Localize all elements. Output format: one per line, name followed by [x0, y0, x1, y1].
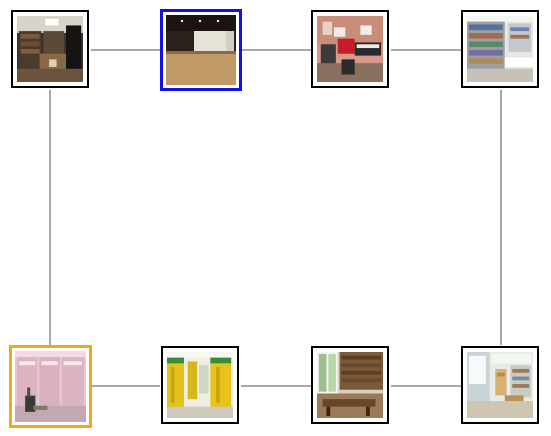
room-thumbnail-stage-room — [166, 15, 236, 85]
room-node-stage-room[interactable] — [160, 9, 242, 91]
room-thumbnail-home-library — [17, 16, 83, 82]
room-thumbnail-reading-room — [317, 352, 383, 418]
room-node-home-library[interactable] — [11, 10, 89, 88]
room-node-library-bookshelves[interactable] — [461, 10, 539, 88]
room-thumbnail-pink-locker-room — [15, 351, 86, 422]
room-thumbnail-library-bookshelves — [467, 16, 533, 82]
room-node-bright-library[interactable] — [461, 346, 539, 424]
room-thumbnail-music-studio — [317, 16, 383, 82]
room-thumbnail-yellow-locker-hallway — [167, 352, 233, 418]
room-node-music-studio[interactable] — [311, 10, 389, 88]
room-node-yellow-locker-hallway[interactable] — [161, 346, 239, 424]
room-node-reading-room[interactable] — [311, 346, 389, 424]
room-thumbnail-bright-library — [467, 352, 533, 418]
room-node-pink-locker-room[interactable] — [9, 345, 92, 428]
